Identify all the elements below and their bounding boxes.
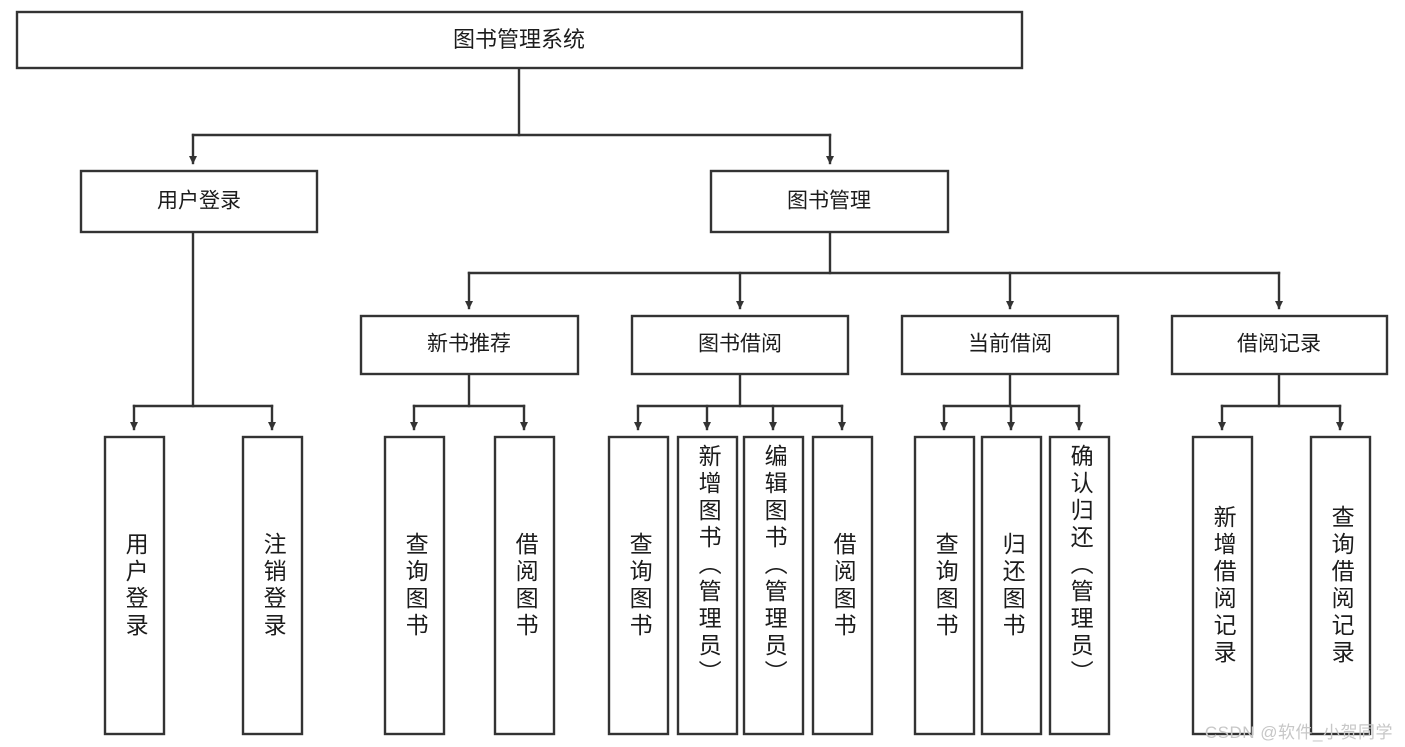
leaf-box-cb-2[interactable]: [980, 435, 1043, 736]
connector-group-current-borrow: [939, 372, 1084, 431]
node-borrow-record-box: [1170, 314, 1389, 376]
leaf-box-user-login-1[interactable]: [103, 435, 166, 736]
leaf-boxes-new-book-recommend: [383, 435, 556, 736]
leaf-boxes-book-borrow: [607, 435, 874, 736]
node-book-management-box: [709, 169, 950, 234]
node-current-borrow-label: 当前借阅: [968, 333, 1052, 356]
node-user-login-box: [79, 169, 319, 234]
connector-group-book-management: [464, 230, 1284, 310]
leaf-boxes-borrow-record: [1191, 435, 1372, 736]
node-user-login[interactable]: 用户登录: [79, 169, 319, 234]
node-new-book-recommend-box: [359, 314, 580, 376]
node-borrow-record-label: 借阅记录: [1237, 333, 1321, 356]
node-user-login-label: 用户登录: [157, 190, 241, 213]
leaf-box-br-2[interactable]: [1309, 435, 1372, 736]
node-book-borrow-box: [630, 314, 850, 376]
node-current-borrow-box: [900, 314, 1120, 376]
leaf-boxes-current-borrow: [913, 435, 1111, 736]
leaf-box-br-1[interactable]: [1191, 435, 1254, 736]
leaf-box-bb-4[interactable]: [811, 435, 874, 736]
node-book-management-label: 图书管理: [787, 190, 871, 213]
leaf-boxes-user-login: [103, 435, 304, 736]
node-root-label: 图书管理系统: [453, 27, 585, 52]
leaf-box-nbr-2[interactable]: [493, 435, 556, 736]
node-current-borrow[interactable]: 当前借阅: [900, 314, 1120, 376]
node-book-management[interactable]: 图书管理: [709, 169, 950, 234]
node-new-book-recommend-label: 新书推荐: [427, 333, 511, 356]
csdn-watermark: CSDN @软件_小贺同学: [1204, 723, 1393, 742]
connector-group-new-book-recommend: [409, 372, 529, 431]
node-new-book-recommend[interactable]: 新书推荐: [359, 314, 580, 376]
leaf-box-cb-1[interactable]: [913, 435, 976, 736]
node-book-borrow[interactable]: 图书借阅: [630, 314, 850, 376]
node-root-book-management-system[interactable]: 图书管理系统: [15, 10, 1024, 70]
node-book-borrow-label: 图书借阅: [698, 333, 782, 356]
connector-group-root: [188, 66, 835, 165]
node-borrow-record[interactable]: 借阅记录: [1170, 314, 1389, 376]
node-root-box: [15, 10, 1024, 70]
leaf-box-bb-1[interactable]: [607, 435, 670, 736]
leaf-box-cb-3[interactable]: [1048, 435, 1111, 736]
connector-group-borrow-record: [1217, 372, 1345, 431]
connector-group-book-borrow: [633, 372, 847, 431]
leaf-box-nbr-1[interactable]: [383, 435, 446, 736]
leaf-box-user-login-2[interactable]: [241, 435, 304, 736]
connector-group-user-login: [129, 230, 277, 431]
leaf-box-bb-3[interactable]: [742, 435, 805, 736]
leaf-box-bb-2[interactable]: [676, 435, 739, 736]
